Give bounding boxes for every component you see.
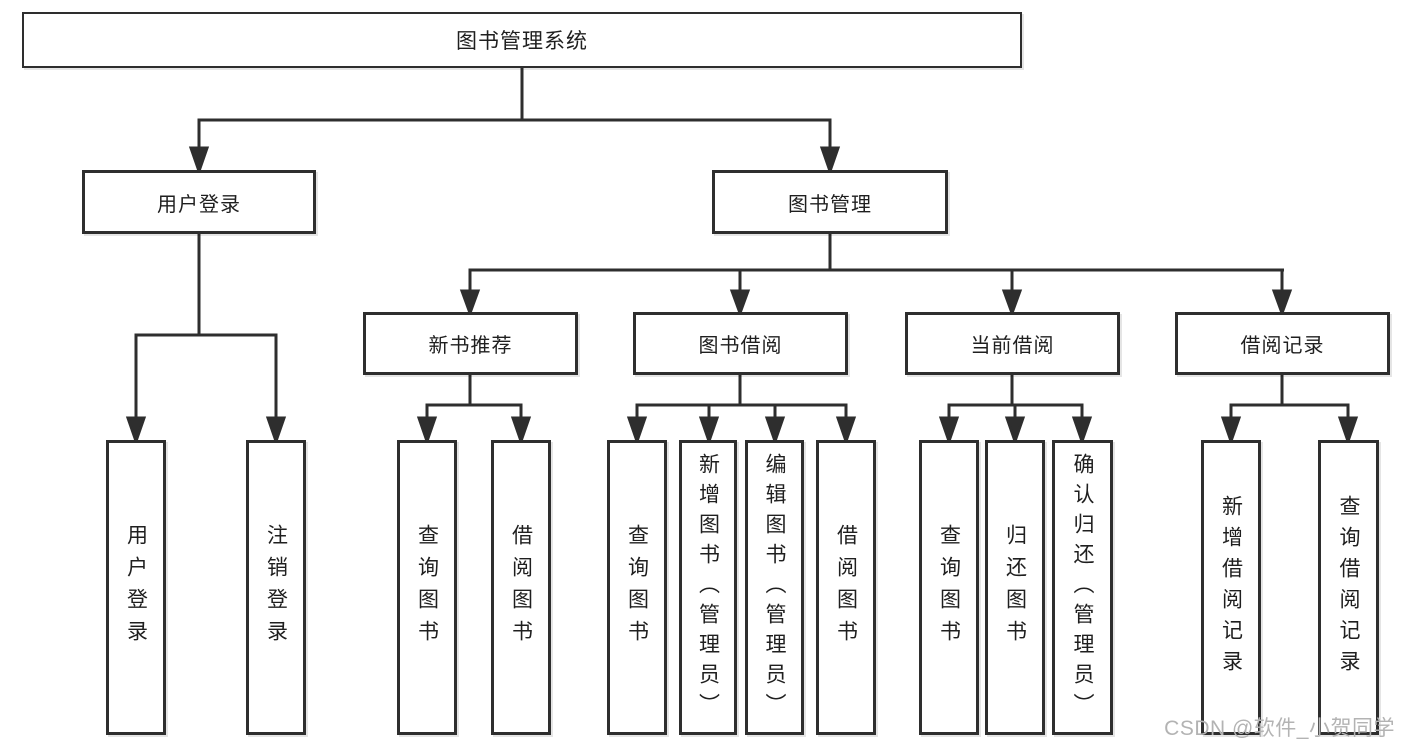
node-book-borrowing: 图书借阅 xyxy=(633,312,848,375)
leaf-return-books: 归还图书 xyxy=(985,440,1045,735)
leaf-user-login: 用户登录 xyxy=(106,440,166,735)
leaf-query-books-borrow: 查询图书 xyxy=(607,440,667,735)
leaf-borrow-books-recommend: 借阅图书 xyxy=(491,440,551,735)
node-user-login: 用户登录 xyxy=(82,170,316,234)
node-borrowing-records: 借阅记录 xyxy=(1175,312,1390,375)
node-book-management: 图书管理 xyxy=(712,170,948,234)
leaf-edit-books-admin: 编辑图书（管理员） xyxy=(745,440,804,735)
leaf-confirm-return-admin: 确认归还（管理员） xyxy=(1052,440,1113,735)
leaf-logout: 注销登录 xyxy=(246,440,306,735)
node-new-book-recommendation: 新书推荐 xyxy=(363,312,578,375)
leaf-borrow-books: 借阅图书 xyxy=(816,440,876,735)
leaf-query-books-current: 查询图书 xyxy=(919,440,979,735)
node-current-borrowing: 当前借阅 xyxy=(905,312,1120,375)
watermark: CSDN @软件_小贺同学 xyxy=(1164,717,1395,740)
leaf-query-borrow-record: 查询借阅记录 xyxy=(1318,440,1379,735)
leaf-query-books-recommend: 查询图书 xyxy=(397,440,457,735)
node-library-management-system: 图书管理系统 xyxy=(22,12,1022,68)
leaf-add-borrow-record: 新增借阅记录 xyxy=(1201,440,1261,735)
leaf-add-books-admin: 新增图书（管理员） xyxy=(679,440,737,735)
